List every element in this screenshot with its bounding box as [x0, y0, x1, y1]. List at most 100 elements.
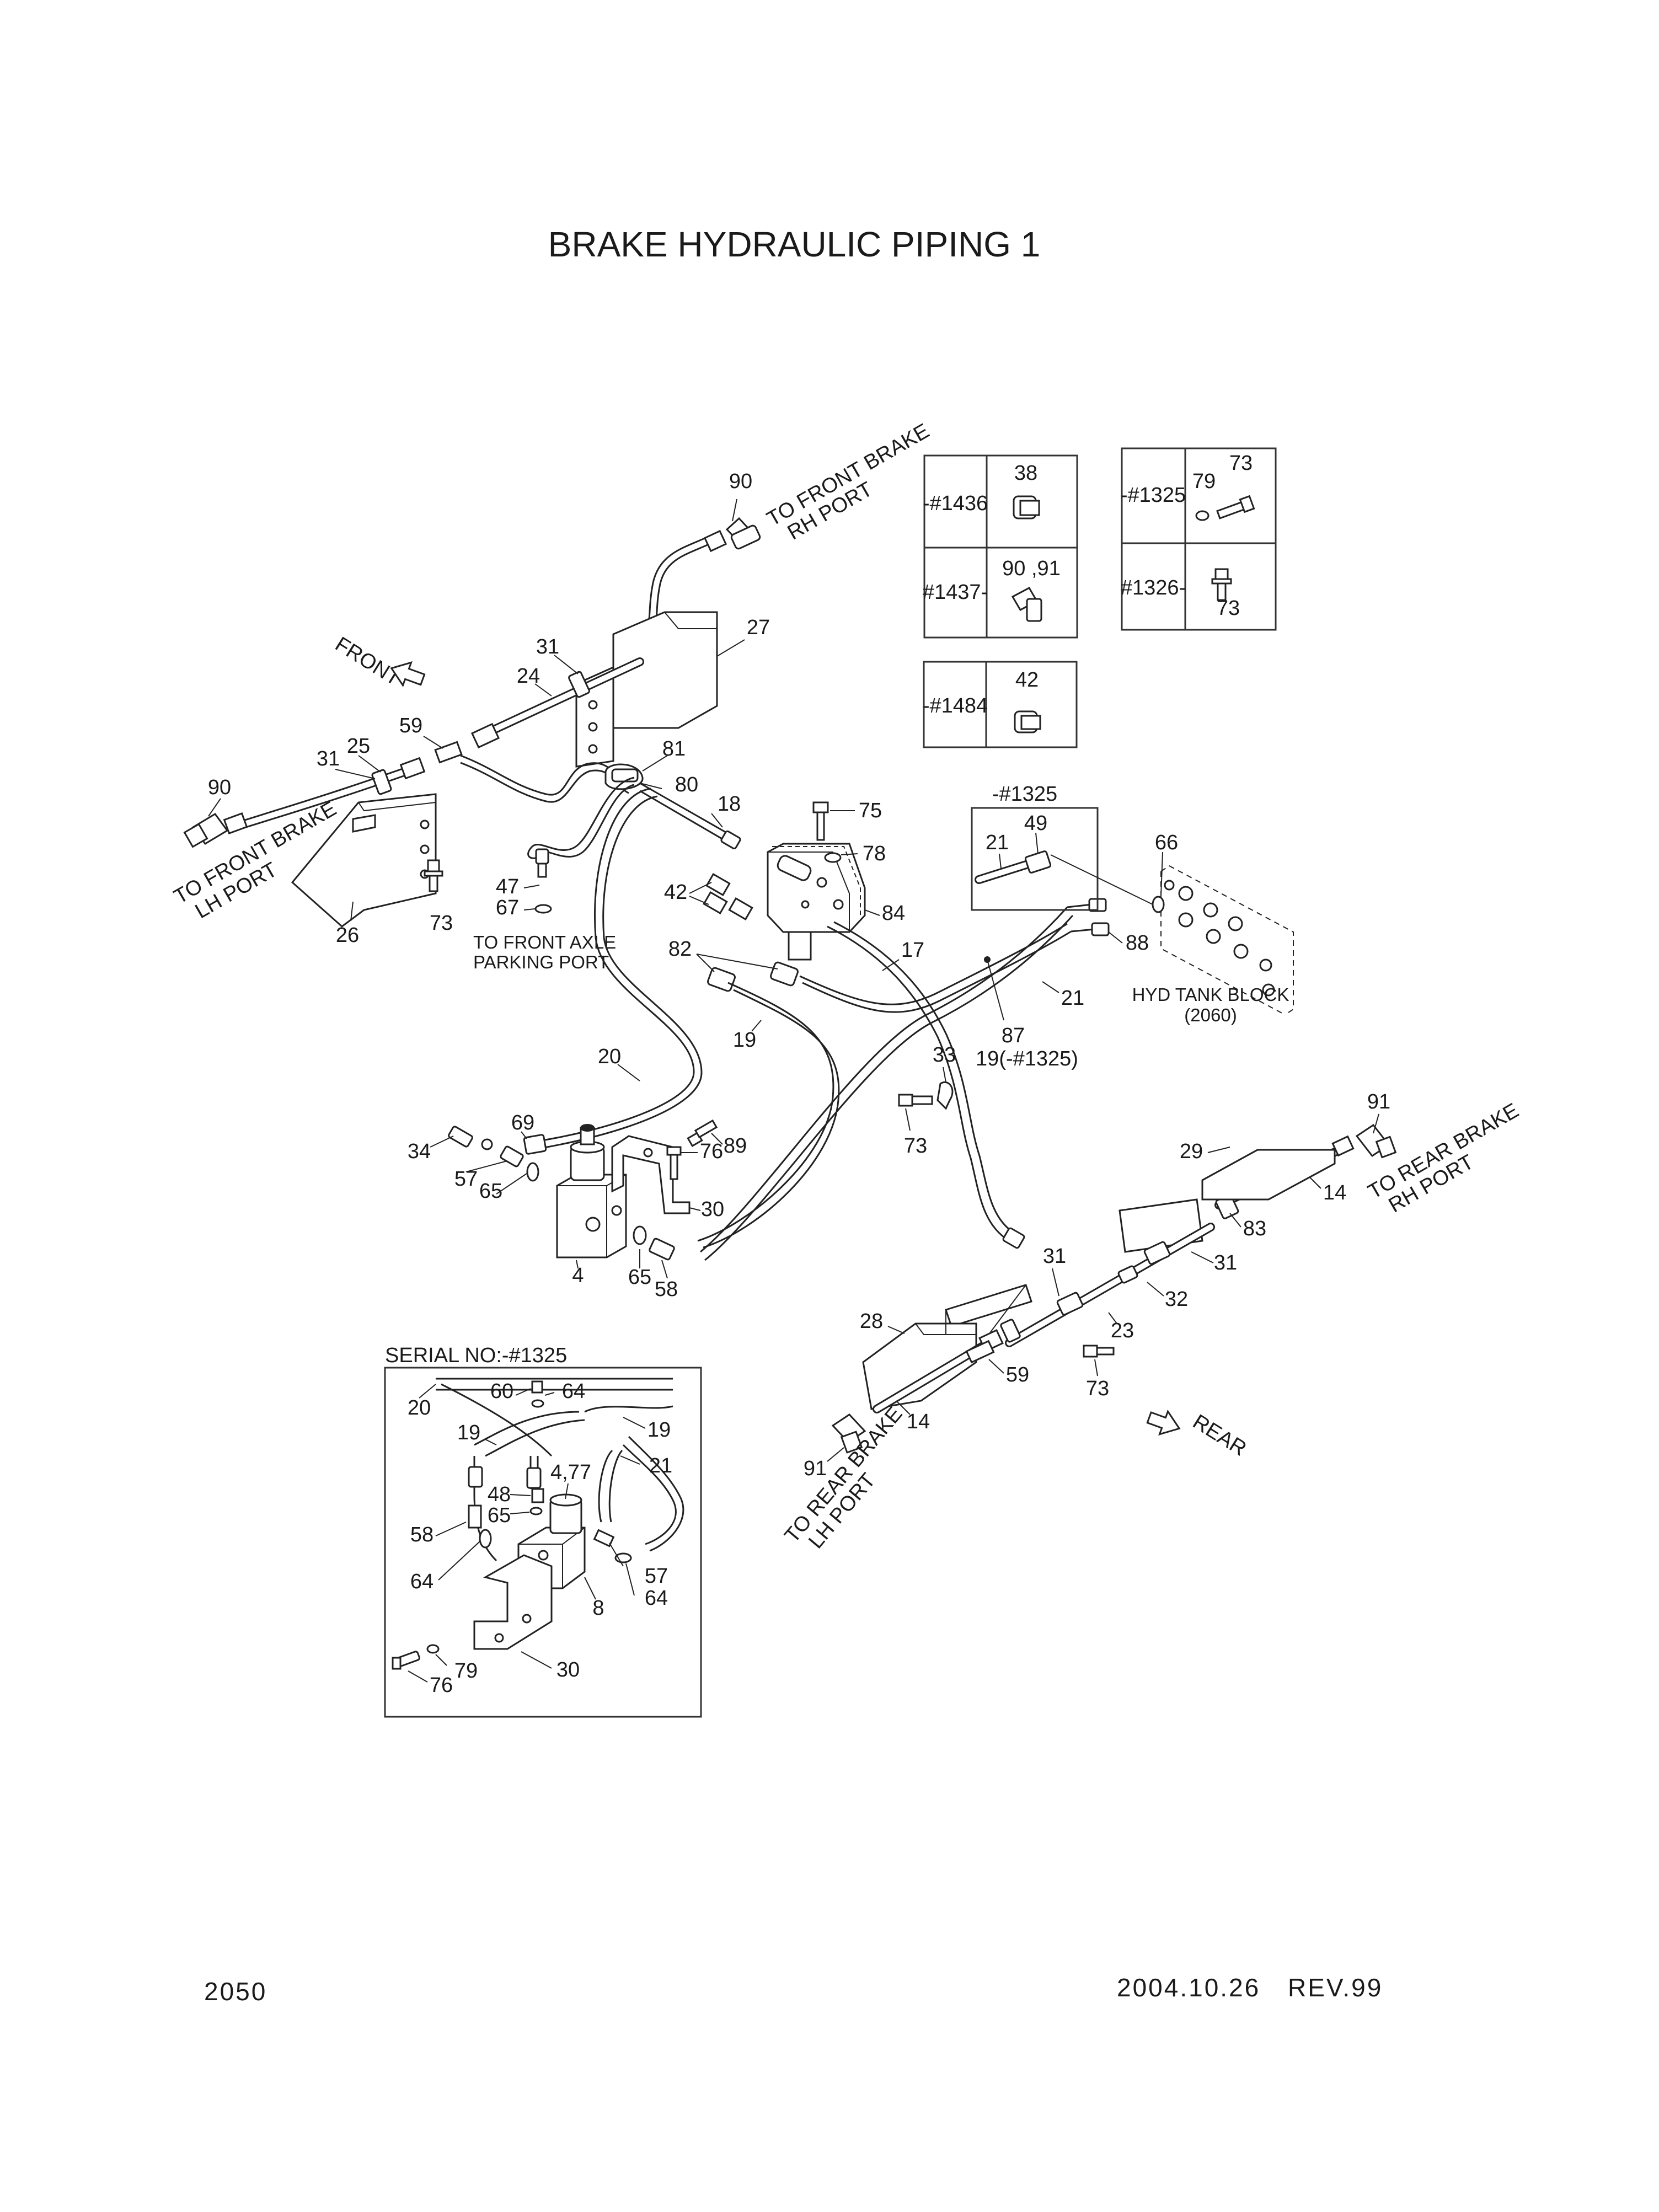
- label-89: 89: [724, 1134, 747, 1158]
- inset-label: 8: [592, 1597, 604, 1620]
- fittings-82: 82: [668, 938, 799, 992]
- bolt-73-left: 73: [424, 859, 453, 935]
- inset-label: 64: [410, 1570, 434, 1593]
- label-34: 34: [408, 1140, 431, 1163]
- rear-brake-rh-callout: TO REAR BRAKE RH PORT: [1364, 1099, 1523, 1218]
- label-65: 65: [628, 1266, 651, 1289]
- callout-line: PARKING PORT: [473, 952, 609, 972]
- part-number: 90 ,91: [1002, 557, 1061, 580]
- label-78: 78: [863, 842, 886, 865]
- hose-24: 31 24: [470, 635, 644, 749]
- serial-table-42: -#1484 42: [923, 661, 1078, 748]
- label-90: 90: [208, 776, 231, 799]
- label-33: 33: [933, 1043, 956, 1067]
- detail-1325: -#1325 21 49: [971, 783, 1153, 911]
- hose-23: 31 32 23 31: [1005, 1223, 1237, 1347]
- label-14: 14: [1323, 1181, 1346, 1204]
- rear-lh-brake-hose: 59 14 91: [804, 1319, 1029, 1480]
- hose-20: 20 69: [511, 788, 703, 1155]
- label-80: 80: [675, 773, 698, 796]
- inset-serial-label: SERIAL NO:-#1325: [385, 1344, 567, 1367]
- label-91: 91: [804, 1457, 827, 1480]
- serial-table-38-90: -#1436 38 #1437- 90 ,91: [923, 454, 1078, 639]
- tank-block-label: HYD TANK BLOCK: [1132, 984, 1289, 1005]
- label-18: 18: [718, 792, 741, 816]
- hose-21-87: 87 19(-#1325) 21 88: [700, 898, 1149, 1261]
- inset-label: 30: [556, 1658, 580, 1681]
- serial-range: #1326-: [1121, 576, 1186, 599]
- bolt-washer-icon: [1195, 495, 1255, 521]
- bracket-27: 27: [575, 611, 770, 768]
- callout-line: TO FRONT BRAKE: [763, 419, 934, 531]
- detail-serial: -#1325: [992, 783, 1057, 806]
- inset-label: 19: [647, 1418, 671, 1442]
- label-75: 75: [859, 799, 882, 822]
- front-direction: FRONT: [331, 633, 426, 690]
- label-29: 29: [1180, 1140, 1203, 1163]
- label-65: 65: [479, 1180, 502, 1203]
- label-31: 31: [1043, 1245, 1066, 1268]
- bolt-73-mid: 73: [898, 1094, 933, 1158]
- label-24: 24: [517, 665, 540, 688]
- inset-label: 64: [562, 1380, 585, 1403]
- label-49: 49: [1024, 812, 1047, 835]
- label-19: 19: [733, 1029, 756, 1052]
- bracket-28: 28: [860, 1284, 1032, 1410]
- fitting-38-icon: [1013, 495, 1040, 519]
- elbow-fitting-91-lh: [831, 1413, 866, 1454]
- label-25: 25: [347, 735, 370, 758]
- label-67: 67: [496, 896, 519, 919]
- rear-label: REAR: [1189, 1410, 1250, 1461]
- fitting-42-icon: [1014, 710, 1041, 733]
- elbow-fitting-90-lh: [183, 812, 248, 848]
- label-90: 90: [729, 470, 752, 493]
- inset-label: 64: [645, 1587, 668, 1610]
- parking-pipe: 47 67: [496, 776, 635, 919]
- label-26: 26: [336, 924, 359, 947]
- bracket-26: 26: [291, 793, 437, 947]
- label-27: 27: [747, 616, 770, 639]
- inset-label: 4,77: [550, 1461, 591, 1484]
- label-47: 47: [496, 875, 519, 898]
- front-brake-rh-callout: TO FRONT BRAKE RH PORT: [763, 419, 934, 544]
- label-14: 14: [907, 1410, 930, 1433]
- part-number: 73: [1229, 452, 1253, 475]
- inset-label: 76: [430, 1674, 453, 1697]
- elbow-fitting-90-icon: [1011, 586, 1042, 622]
- bolt-89: 89: [687, 1119, 747, 1158]
- serial-range: -#1436: [923, 492, 988, 515]
- part-number: 42: [1015, 668, 1039, 692]
- inset-label: 79: [454, 1659, 478, 1683]
- bolt-75: 75: [812, 799, 882, 841]
- clamp-33: 33: [933, 1043, 956, 1110]
- hyd-tank-block: 66 HYD TANK BLOCK (2060): [1132, 831, 1294, 1025]
- label-23: 23: [1111, 1319, 1134, 1342]
- part-number: 38: [1014, 462, 1037, 485]
- inset-label: 58: [410, 1523, 434, 1546]
- inset-label: 19: [457, 1421, 480, 1444]
- page-title: BRAKE HYDRAULIC PIPING 1: [548, 224, 1041, 264]
- serial-table-79-73: -#1325 79 73 #1326- 73: [1121, 447, 1277, 631]
- tank-block-ref: (2060): [1184, 1005, 1237, 1025]
- label-19-note: 19(-#1325): [976, 1047, 1078, 1070]
- bolt-76: 76: [666, 1140, 723, 1180]
- label-87: 87: [1002, 1024, 1025, 1047]
- label-81: 81: [662, 737, 686, 760]
- label-31: 31: [536, 635, 559, 658]
- label-88: 88: [1126, 931, 1149, 955]
- inset-serial-1325: SERIAL NO:-#1325: [384, 1344, 702, 1718]
- label-31: 31: [317, 747, 340, 770]
- label-57: 57: [454, 1167, 478, 1191]
- label-42: 42: [664, 881, 687, 904]
- bolt-73-lower: 73: [1083, 1345, 1115, 1400]
- serial-range: -#1484: [923, 694, 988, 717]
- inset-label: 65: [488, 1504, 511, 1527]
- inset-label: 21: [649, 1454, 672, 1477]
- label-28: 28: [860, 1310, 883, 1333]
- fittings-42: 42: [664, 873, 753, 920]
- label-84: 84: [882, 902, 905, 925]
- revision-number: REV.99: [1288, 1973, 1383, 2002]
- flange-bolt-icon: [1211, 568, 1232, 601]
- label-73: 73: [430, 912, 453, 935]
